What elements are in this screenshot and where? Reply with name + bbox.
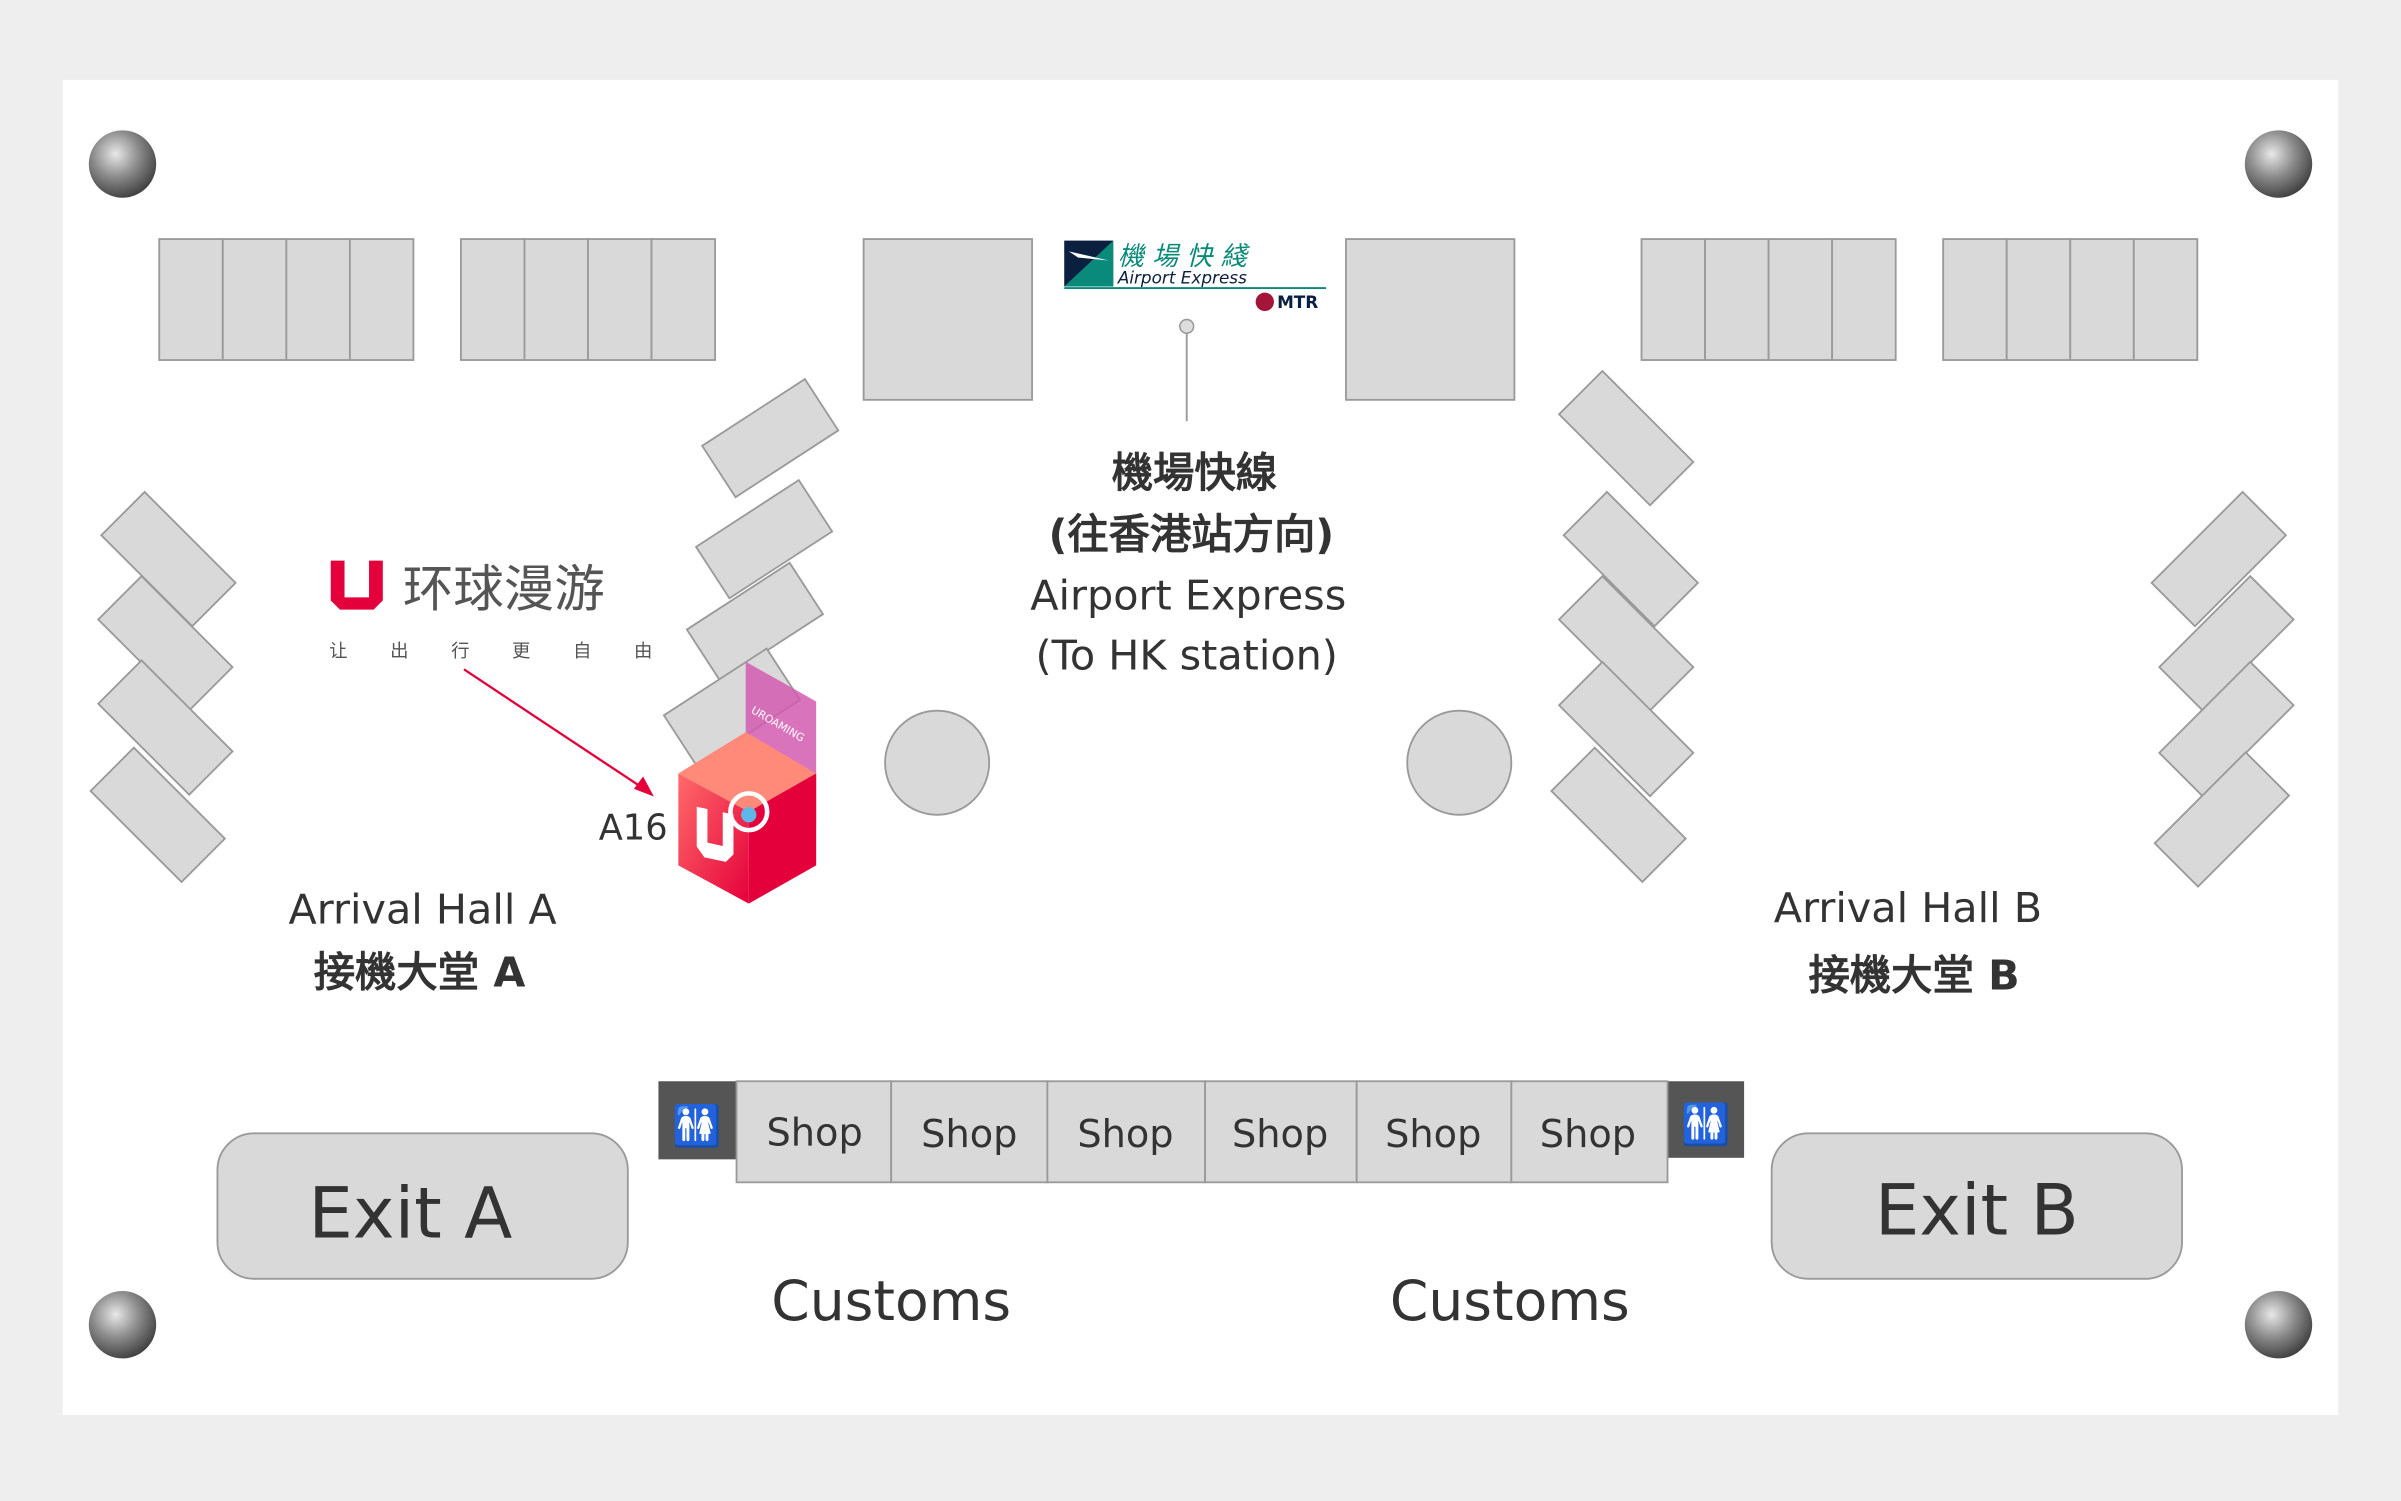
- hall-a-en: Arrival Hall A: [289, 886, 557, 934]
- customs-label: Customs: [771, 1269, 1011, 1333]
- svg-text:🚻: 🚻: [1681, 1101, 1731, 1148]
- screws: [88, 130, 2313, 1359]
- hall-labels: Arrival Hall A 接機大堂 A Arrival Hall B 接機大…: [289, 884, 2043, 999]
- screw-icon: [2244, 1291, 2313, 1359]
- sign-en-direction: (To HK station): [1036, 631, 1338, 679]
- shop: [1204, 1080, 1358, 1184]
- pillar: [1406, 709, 1513, 816]
- airport-express-logo: 機 場 快 綫 Airport Express MTR: [1064, 240, 1327, 312]
- shop-label: Shop: [767, 1111, 863, 1156]
- airport-express-logo-en: Airport Express: [1117, 267, 1247, 287]
- sign-pin: [1179, 318, 1195, 334]
- sign-zh-title: 機場快線: [1112, 449, 1277, 497]
- shop-label: Shop: [1232, 1112, 1328, 1157]
- exit-a: [216, 1132, 629, 1280]
- screw-icon: [2244, 130, 2313, 198]
- hall-a-zh: 接機大堂 A: [314, 948, 526, 996]
- screw-icon: [88, 1291, 157, 1359]
- hall-b-zh: 接機大堂 B: [1808, 951, 2019, 999]
- shop-label: Shop: [921, 1112, 1017, 1157]
- counters-diagonal: [89, 369, 2295, 888]
- sign-zh-direction: (往香港站方向): [1048, 510, 1334, 558]
- booth-label: A16: [599, 807, 668, 848]
- mtr-label: MTR: [1277, 292, 1318, 312]
- exit-a-label: Exit A: [308, 1172, 512, 1254]
- uroaming-logo: 环球漫游 让 出 行 更 自 由: [329, 560, 670, 663]
- restroom-icon: [1667, 1081, 1745, 1158]
- pillar: [884, 709, 991, 816]
- screw-icon: [88, 130, 157, 198]
- customs-labels: Customs Customs: [771, 1269, 1629, 1333]
- exits: Exit A Exit B: [216, 1132, 2183, 1280]
- shop-label: Shop: [1077, 1112, 1173, 1157]
- shop: [1510, 1080, 1669, 1184]
- exit-b-label: Exit B: [1875, 1169, 2079, 1251]
- restroom-icon: [658, 1081, 737, 1160]
- svg-text:🚻: 🚻: [672, 1102, 722, 1149]
- uroaming-u-icon: [330, 560, 383, 610]
- sign-en-title: Airport Express: [1030, 572, 1346, 620]
- airport-express-logo-zh: 機 場 快 綫: [1118, 242, 1251, 272]
- counters-top: [158, 238, 2199, 401]
- shop-label: Shop: [1540, 1112, 1636, 1157]
- shop: [890, 1080, 1049, 1184]
- uroaming-booth: UROAMING: [678, 661, 817, 904]
- shop-label: Shop: [1385, 1112, 1481, 1157]
- exit-b: [1770, 1132, 2183, 1280]
- shop: [1046, 1080, 1207, 1184]
- mtr-logo-icon: [1255, 292, 1274, 312]
- airport-express-sign: 機場快線 (往香港站方向) Airport Express (To HK sta…: [1030, 449, 1346, 679]
- uroaming-slogan: 让 出 行 更 自 由: [329, 641, 670, 662]
- uroaming-brand: 环球漫游: [403, 560, 605, 619]
- shop-row: 🚻 🚻 Shop Shop Shop Shop Shop Shop: [658, 1080, 1745, 1184]
- customs-label: Customs: [1390, 1269, 1630, 1333]
- hall-b-en: Arrival Hall B: [1774, 884, 2042, 932]
